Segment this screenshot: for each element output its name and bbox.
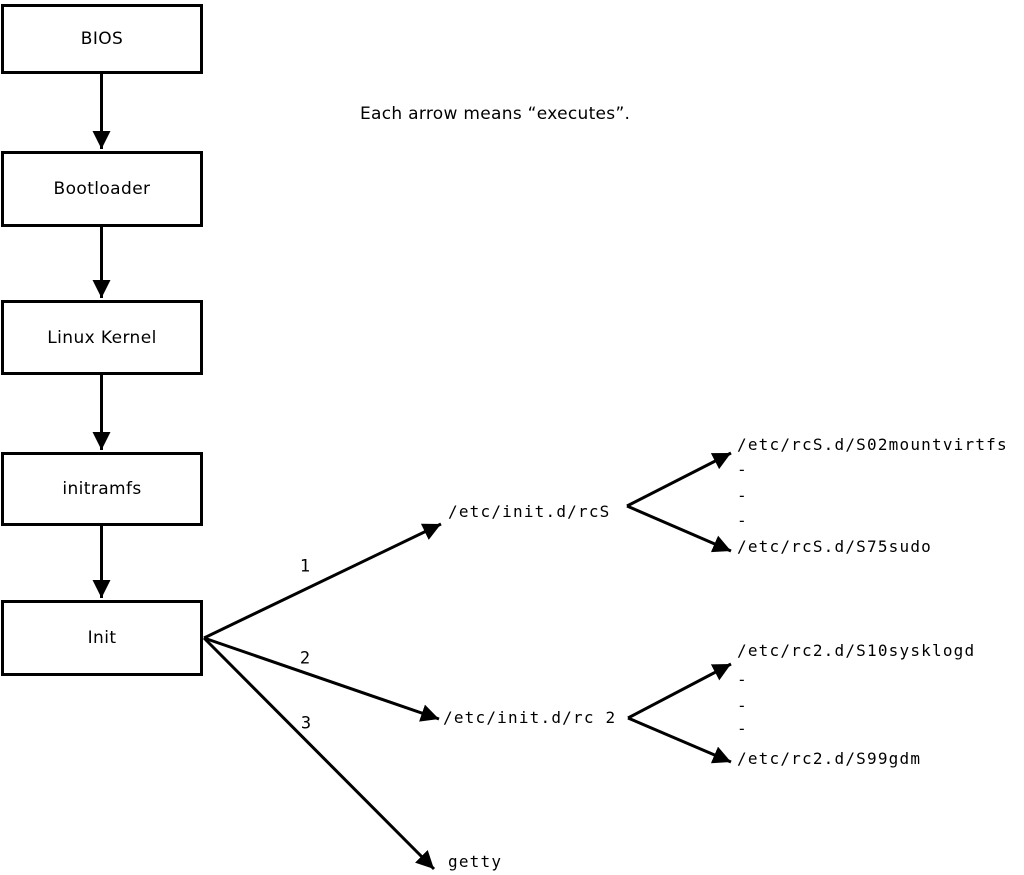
rc2-child-last-label: /etc/rc2.d/S99gdm xyxy=(737,749,922,768)
rc2-ellipsis-dash: - xyxy=(737,719,748,738)
rcs-ellipsis-dash: - xyxy=(737,511,748,530)
rc2-ellipsis-dash: - xyxy=(737,696,748,715)
node-initramfs: initramfs xyxy=(1,452,203,526)
arrow-init-to-getty xyxy=(202,636,436,871)
branch-1-number: 1 xyxy=(299,556,311,577)
rcs-child-first-label: /etc/rcS.d/S02mountvirtfs xyxy=(737,435,1008,454)
rcs-ellipsis-dash: - xyxy=(737,460,748,479)
node-linux-kernel: Linux Kernel xyxy=(1,300,203,375)
target-getty-label: getty xyxy=(448,852,503,871)
node-init: Init xyxy=(1,600,203,676)
node-init-label: Init xyxy=(87,628,117,648)
node-initramfs-label: initramfs xyxy=(62,479,142,499)
branch-3-number: 3 xyxy=(300,713,312,734)
arrow-init-to-rcs xyxy=(203,522,442,640)
rc2-child-first-label: /etc/rc2.d/S10sysklogd xyxy=(737,641,976,660)
arrow-rc2-to-s10sysklogd xyxy=(627,662,732,720)
target-rc2-label: /etc/init.d/rc 2 xyxy=(443,708,617,727)
node-bootloader: Bootloader xyxy=(1,151,203,227)
note-text: Each arrow means “executes”. xyxy=(360,104,631,124)
node-bios: BIOS xyxy=(1,4,203,74)
rcs-child-last-label: /etc/rcS.d/S75sudo xyxy=(737,537,932,556)
arrow-rcs-to-s75sudo xyxy=(626,504,732,553)
rcs-ellipsis-dash: - xyxy=(737,486,748,505)
arrow-init-to-rc2 xyxy=(203,636,440,722)
node-bios-label: BIOS xyxy=(80,29,124,49)
branch-2-number: 2 xyxy=(299,648,311,669)
target-rcs-label: /etc/init.d/rcS xyxy=(448,502,611,521)
arrow-rc2-to-s99gdm xyxy=(627,716,732,764)
arrow-rcs-to-s02mountvirtfs xyxy=(626,451,732,508)
node-linux-kernel-label: Linux Kernel xyxy=(47,327,157,348)
rc2-ellipsis-dash: - xyxy=(737,670,748,689)
node-bootloader-label: Bootloader xyxy=(53,179,151,199)
